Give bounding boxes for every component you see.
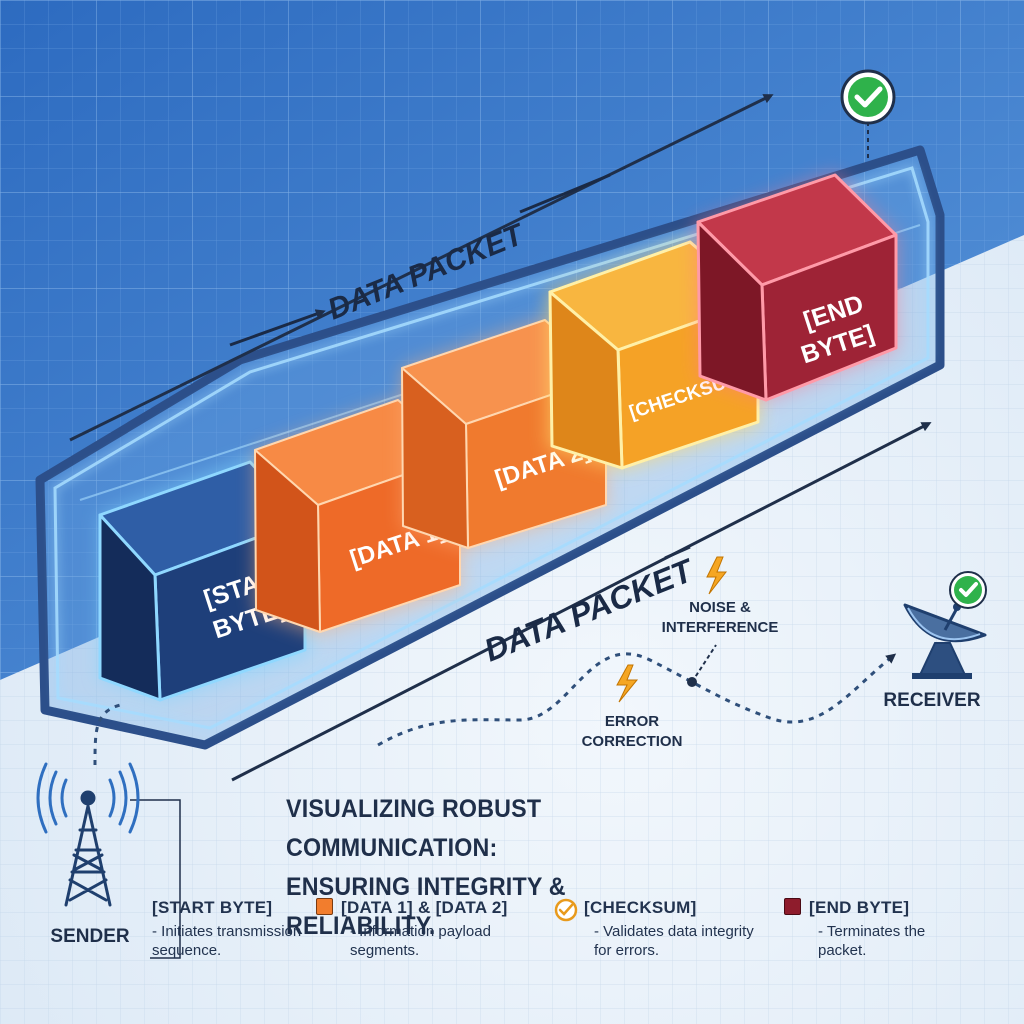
legend-end-desc: - Terminates the packet. — [818, 923, 926, 959]
noise-label-line1: NOISE & — [689, 599, 751, 616]
legend-start-byte: [START BYTE] - Initiates transmission se… — [152, 898, 302, 960]
end-swatch — [784, 898, 801, 915]
title-line1: VISUALIZING ROBUST COMMUNICATION: — [286, 795, 542, 862]
legend-data-desc: - Information payload segments. — [350, 923, 491, 959]
page-title: VISUALIZING ROBUST COMMUNICATION: ENSURI… — [286, 790, 714, 946]
lightning-icon — [616, 664, 639, 703]
block-data-2: [DATA 2] — [401, 318, 608, 550]
sender-label: SENDER — [50, 926, 130, 947]
bottom-flow-arrow — [231, 422, 932, 782]
error-label-line2: CORRECTION — [581, 733, 683, 750]
noise-label: NOISE & INTERFERENCE — [650, 598, 790, 638]
noise-label-line2: INTERFERENCE — [661, 619, 779, 636]
legend-start-title: [START BYTE] — [152, 898, 273, 917]
legend-data: [DATA 1] & [DATA 2] - Information payloa… — [316, 898, 536, 960]
checksum-check-icon — [554, 898, 578, 922]
radio-tower-icon — [36, 762, 140, 907]
signal-wave — [377, 652, 897, 747]
legend-start-desc: - Initiates transmission sequence. — [152, 923, 302, 959]
data-swatch — [316, 898, 333, 915]
receiver-label: RECEIVER — [883, 690, 981, 711]
satellite-dish-icon — [903, 603, 987, 679]
legend-end-title: [END BYTE] — [809, 898, 910, 917]
top-flow-arrow — [69, 94, 774, 442]
legend-end-byte: [END BYTE] - Terminates the packet. — [784, 898, 954, 960]
legend-checksum-title: [CHECKSUM] — [584, 898, 697, 917]
error-label-line1: ERROR — [604, 713, 660, 730]
check-circle-icon — [840, 69, 896, 125]
legend-checksum-desc: - Validates data integrity for errors. — [594, 923, 754, 959]
receiver-check-icon — [949, 571, 987, 609]
legend-checksum: [CHECKSUM] - Validates data integrity fo… — [560, 898, 770, 960]
block-end-byte: [END BYTE] — [695, 172, 898, 402]
error-correction-label: ERROR CORRECTION — [572, 712, 692, 752]
lightning-icon — [706, 556, 728, 595]
legend-data-title: [DATA 1] & [DATA 2] — [341, 898, 508, 917]
title-line2: ENSURING INTEGRITY & RELIABILITY. — [286, 873, 566, 940]
